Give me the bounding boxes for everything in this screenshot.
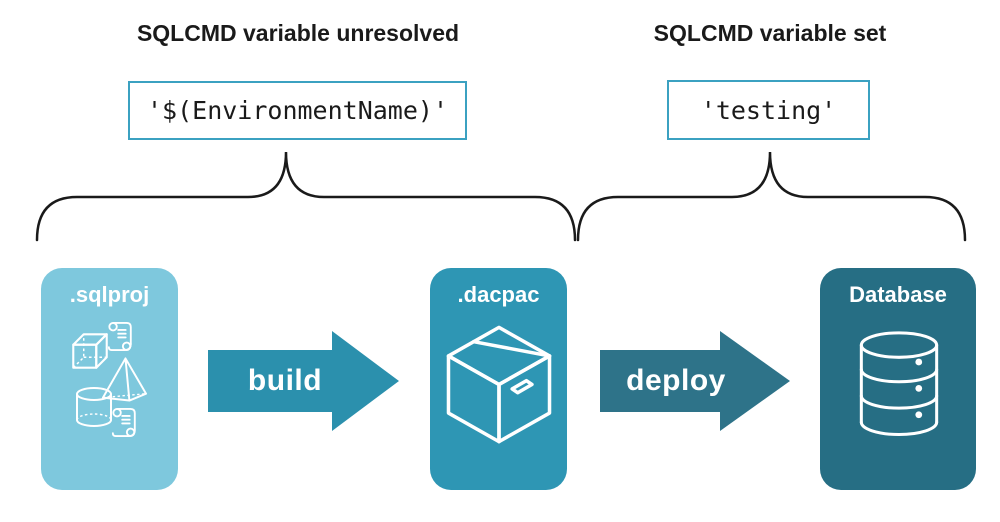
heading-sqlcmd-set: SQLCMD variable set <box>653 20 887 46</box>
sqlproj-card: .sqlproj <box>41 268 178 490</box>
deploy-arrow-label: deploy <box>626 364 726 397</box>
dacpac-card: .dacpac <box>430 268 567 490</box>
right-brace <box>576 151 967 242</box>
cube-icon <box>72 333 108 369</box>
code-box-unresolved: '$(EnvironmentName)' <box>128 81 467 140</box>
build-arrow-label: build <box>247 364 323 397</box>
database-card: Database <box>820 268 976 490</box>
scroll-icon <box>111 408 136 437</box>
left-brace <box>35 151 577 242</box>
scroll-icon <box>107 322 132 351</box>
database-cylinder-icon <box>859 331 939 437</box>
heading-sqlcmd-unresolved: SQLCMD variable unresolved <box>136 20 460 46</box>
code-text-unresolved: '$(EnvironmentName)' <box>146 96 449 125</box>
code-text-set: 'testing' <box>700 95 837 125</box>
database-card-label: Database <box>849 282 947 307</box>
cylinder-icon <box>76 387 112 427</box>
package-box-icon <box>446 325 552 444</box>
sqlproj-card-label: .sqlproj <box>69 282 150 307</box>
dacpac-card-label: .dacpac <box>457 282 540 307</box>
code-box-set: 'testing' <box>667 80 870 140</box>
